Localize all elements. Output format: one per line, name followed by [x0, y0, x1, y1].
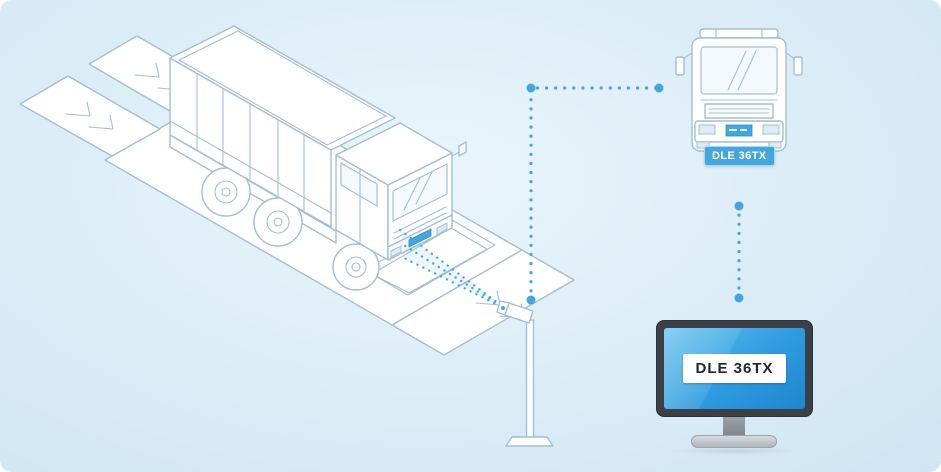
ramp-chevron [134, 62, 160, 78]
headlight [436, 222, 448, 236]
cab-side-window [340, 162, 378, 207]
data-link-camera-to-plate [526, 83, 664, 305]
roof-bar [699, 28, 779, 39]
link-node [526, 83, 536, 93]
side-mirror [458, 141, 467, 157]
license-plate-front [725, 124, 753, 137]
monitor-shadow [670, 447, 800, 455]
monitor-stand-neck [723, 417, 745, 437]
license-plate-callout: DLE 36TX [704, 146, 775, 166]
link-node [654, 83, 664, 93]
anpr-camera-pole [496, 300, 554, 447]
headlight [762, 124, 780, 135]
license-plate-iso [408, 228, 432, 248]
dump-truck-side [169, 25, 467, 291]
windshield-glare [727, 50, 747, 91]
link-node [734, 293, 744, 303]
ramp-chevron [65, 101, 91, 117]
plate-text-marks [740, 129, 747, 131]
cone-ray [400, 242, 508, 311]
front-ramp [391, 249, 575, 356]
desktop-monitor: DLE 36TX [656, 320, 813, 455]
dump-body-rim-inner [178, 30, 387, 146]
detection-cone [398, 228, 508, 311]
headlight [390, 245, 402, 258]
truck-wheel [201, 167, 251, 217]
cab-roof [335, 122, 453, 186]
pole-base [505, 436, 554, 447]
side-mirror [793, 56, 803, 76]
truck-wheel [332, 243, 380, 291]
front-tire [696, 141, 710, 149]
camera-pole [525, 319, 535, 439]
truck-wheel [253, 197, 303, 247]
monitor-bezel: DLE 36TX [656, 320, 813, 417]
monitor-stand-base [691, 435, 777, 448]
link-node [526, 295, 536, 305]
monitor-plate-readout: DLE 36TX [683, 354, 786, 383]
grille [704, 103, 774, 119]
data-link-plate-to-monitor [734, 201, 744, 303]
truck-front-view [675, 28, 803, 152]
dump-body-rim [169, 25, 396, 151]
headlight [698, 124, 716, 135]
grille-line [393, 206, 447, 234]
link-node [734, 201, 744, 211]
windshield-glare [403, 177, 421, 211]
cone-ray [398, 228, 508, 311]
plate-callout-text: DLE 36TX [712, 150, 767, 162]
windshield [392, 163, 448, 222]
inspection-pit-inner [371, 227, 488, 294]
windshield-front [700, 46, 778, 95]
plate-text-marks [729, 129, 737, 131]
monitor-screen: DLE 36TX [664, 328, 805, 409]
front-tire [768, 141, 782, 149]
ramp-chevron [88, 114, 114, 130]
grille-line [393, 212, 447, 240]
windshield-glare [415, 171, 433, 205]
windshield-glare [737, 50, 757, 91]
camera-lens-icon [501, 306, 505, 310]
body-rail [169, 120, 332, 214]
cone-ray [402, 256, 508, 311]
side-mirror [675, 56, 685, 76]
